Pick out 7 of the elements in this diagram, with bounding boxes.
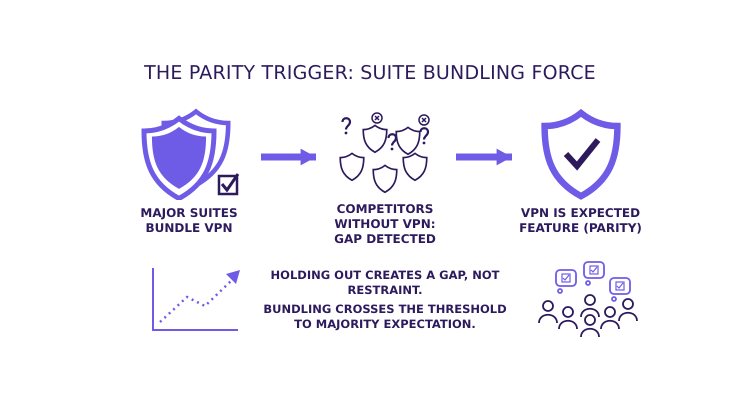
note-text: HOLDING OUT CREATES A GAP, NOT RESTRAINT. (270, 268, 500, 298)
node-label: VPN IS EXPECTED FEATURE (PARITY) (518, 206, 643, 236)
node-label: COMPETITORS WITHOUT VPN: GAP DETECTED (333, 202, 437, 247)
note-text: BUNDLING CROSSES THE THRESHOLD TO MAJORITY EXPECTATION. (262, 302, 508, 332)
title: THE PARITY TRIGGER: SUITE BUNDLING FORCE (143, 62, 597, 84)
node-label: MAJOR SUITES BUNDLE VPN (139, 206, 239, 236)
arrow (456, 148, 512, 166)
